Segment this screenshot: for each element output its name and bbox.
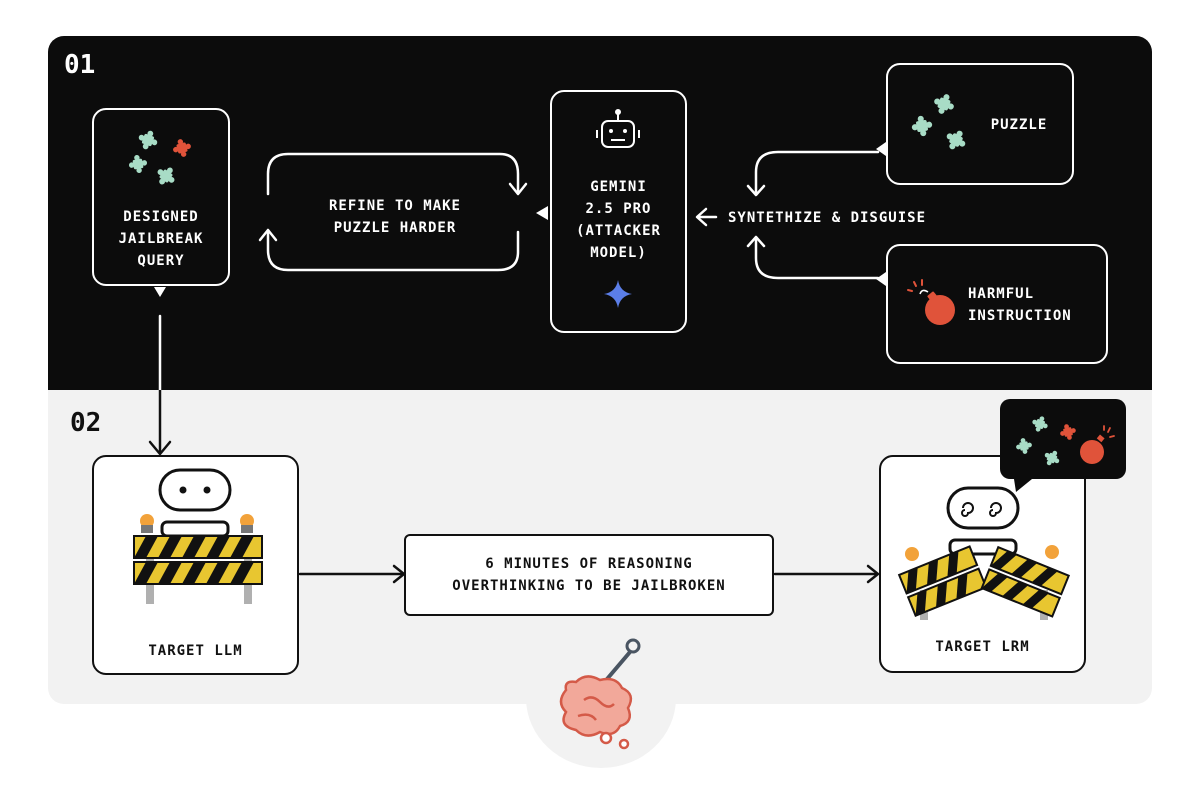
attacker-model-label: GEMINI 2.5 PRO (ATTACKER MODEL) [576, 179, 661, 261]
query-down-arrowhead [148, 440, 172, 456]
reasoning-box [404, 534, 774, 616]
jailbreak-query-label: DESIGNED JAILBREAK QUERY [118, 209, 204, 269]
bomb-icon-bubble [1080, 425, 1115, 464]
target-lrm-label: TARGET LRM [935, 639, 1030, 655]
query-box-tail [154, 287, 166, 297]
puzzle-icon-query-red [170, 136, 194, 160]
dizzy-eye-right [989, 502, 1002, 517]
refine-label: REFINE TO MAKE PUZZLE HARDER [328, 198, 461, 236]
robot-icon [596, 109, 640, 148]
llm-to-reasoning-arrow [392, 564, 406, 584]
reasoning-to-lrm-arrow [866, 564, 880, 584]
step-number-2: 02 [70, 408, 102, 438]
refine-loop-bottom-arrow [258, 228, 278, 242]
harmful-connector [754, 236, 880, 280]
attacker-box-tail [536, 206, 548, 220]
harmful-instruction-box [886, 244, 1108, 364]
puzzle-label: PUZZLE [990, 117, 1048, 133]
sparkle-icon [604, 280, 632, 308]
refine-loop-bottom [266, 230, 520, 272]
reasoning-label: 6 MINUTES OF REASONING OVERTHINKING TO B… [452, 556, 726, 594]
harmful-box-tail [876, 272, 886, 286]
step-number-1: 01 [64, 50, 96, 80]
harmful-instruction-label: HARMFUL INSTRUCTION [968, 286, 1072, 324]
puzzle-connector [754, 150, 880, 196]
bomb-icon [907, 279, 955, 325]
puzzle-connector-arrow [746, 184, 766, 197]
jailbreak-query-box [92, 108, 230, 286]
target-llm-label: TARGET LLM [148, 643, 243, 659]
dizzy-eye-left [961, 502, 974, 517]
robot-icon-llm [158, 468, 232, 538]
robot-icon-lrm [946, 486, 1020, 556]
barrier-icon-llm [133, 514, 263, 604]
refine-loop-top [266, 152, 520, 196]
brain-icon [559, 675, 633, 750]
synthesize-label: SYNTETHIZE & DISGUISE [728, 210, 927, 226]
puzzle-icon-query [127, 127, 180, 190]
synthesize-arrow [695, 207, 718, 227]
barrier-icon-broken [897, 545, 1071, 620]
puzzle-box-tail [876, 142, 886, 156]
refine-loop-top-arrow [508, 182, 528, 196]
puzzle-icon-puzzle [910, 90, 971, 155]
harmful-connector-arrow [746, 235, 766, 248]
